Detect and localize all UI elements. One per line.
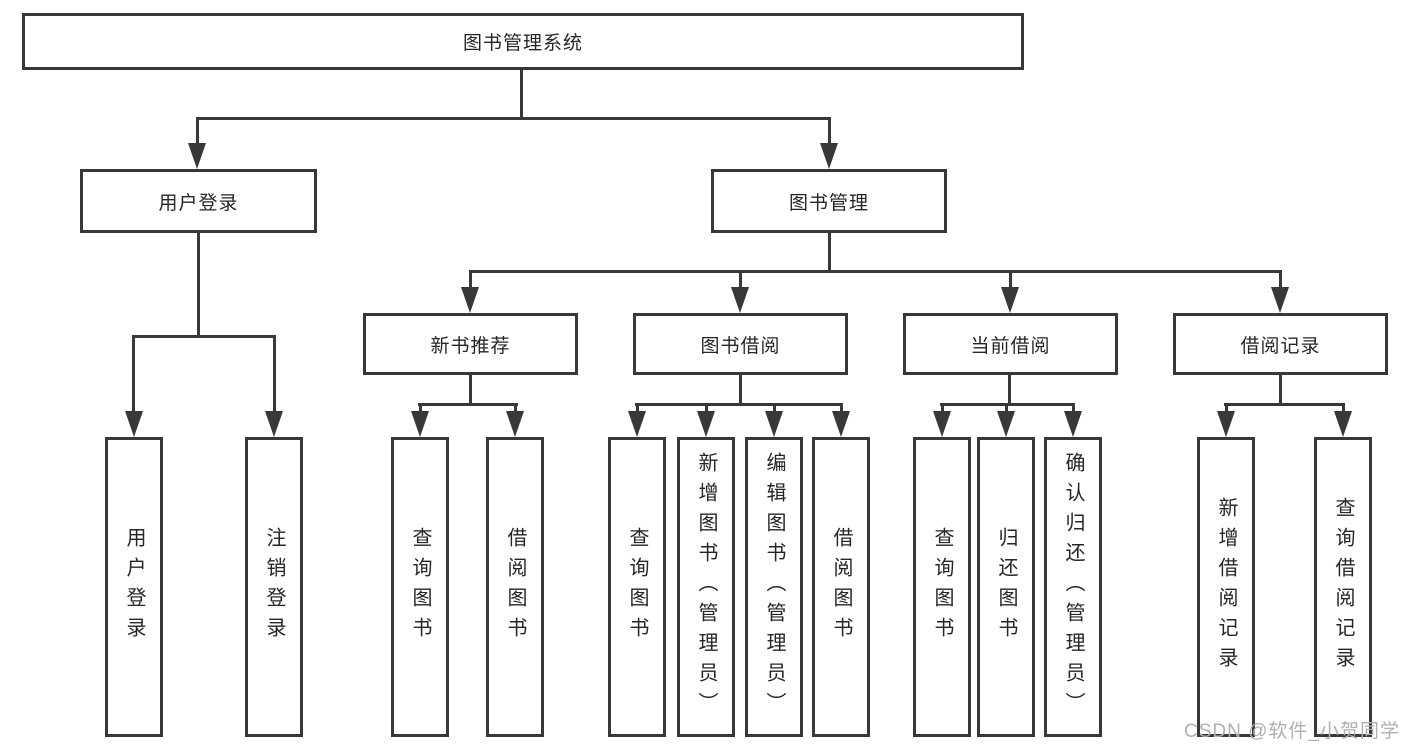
leaf-query-borrow-record: 查询借阅记录 bbox=[1314, 437, 1372, 737]
node-label: 查询图书 bbox=[409, 527, 431, 647]
connector-line bbox=[418, 403, 518, 406]
connector-line bbox=[1008, 373, 1011, 406]
connector-line bbox=[197, 231, 200, 337]
node-label: 图书管理系统 bbox=[462, 33, 583, 54]
node-label: 当前借阅 bbox=[970, 335, 1051, 357]
node-label: 图书管理 bbox=[788, 192, 869, 214]
connector-line bbox=[132, 335, 276, 338]
connector-line bbox=[469, 270, 1282, 273]
node-new-book-recommendation: 新书推荐 bbox=[363, 313, 578, 375]
csdn-watermark: CSDN @软件_小贺同学 bbox=[1184, 721, 1400, 742]
connector-line bbox=[1009, 270, 1012, 289]
node-label: 确认归还（管理员） bbox=[1062, 452, 1084, 722]
connector-line bbox=[1224, 403, 1345, 406]
arrowhead-icon bbox=[697, 411, 715, 437]
connector-line bbox=[419, 403, 422, 414]
arrowhead-icon bbox=[188, 143, 206, 169]
connector-line bbox=[1279, 373, 1282, 406]
arrowhead-icon bbox=[1271, 287, 1289, 313]
connector-line bbox=[520, 67, 523, 119]
connector-line bbox=[196, 117, 199, 145]
leaf-add-borrow-record: 新增借阅记录 bbox=[1197, 437, 1255, 737]
connector-line bbox=[828, 231, 831, 272]
node-label: 新增图书（管理员） bbox=[695, 452, 717, 722]
node-user-login: 用户登录 bbox=[80, 169, 317, 233]
node-book-management: 图书管理 bbox=[711, 169, 947, 233]
node-label: 查询图书 bbox=[931, 527, 953, 647]
connector-line bbox=[636, 403, 639, 414]
node-label: 图书借阅 bbox=[700, 335, 781, 357]
connector-line bbox=[1342, 403, 1345, 414]
leaf-add-books-admin: 新增图书（管理员） bbox=[677, 437, 735, 737]
node-label: 新书推荐 bbox=[430, 335, 511, 357]
leaf-user-login: 用户登录 bbox=[105, 437, 163, 737]
leaf-edit-books-admin: 编辑图书（管理员） bbox=[745, 437, 803, 737]
node-label: 用户登录 bbox=[158, 192, 239, 214]
connector-line bbox=[1225, 403, 1228, 414]
node-label: 借阅记录 bbox=[1240, 335, 1321, 357]
node-current-borrowing: 当前借阅 bbox=[903, 313, 1118, 375]
arrowhead-icon bbox=[1217, 411, 1235, 437]
connector-line bbox=[773, 403, 776, 414]
arrowhead-icon bbox=[997, 411, 1015, 437]
connector-line bbox=[132, 335, 135, 413]
node-label: 查询图书 bbox=[626, 527, 648, 647]
arrowhead-icon bbox=[1001, 287, 1019, 313]
arrowhead-icon bbox=[628, 411, 646, 437]
node-book-borrowing: 图书借阅 bbox=[633, 313, 848, 375]
leaf-return-books: 归还图书 bbox=[977, 437, 1035, 737]
connector-line bbox=[273, 335, 276, 413]
arrowhead-icon bbox=[765, 411, 783, 437]
arrowhead-icon bbox=[125, 411, 143, 437]
connector-line bbox=[828, 117, 831, 145]
node-label: 注销登录 bbox=[263, 527, 285, 647]
arrowhead-icon bbox=[265, 411, 283, 437]
connector-line bbox=[1005, 403, 1008, 414]
connector-line bbox=[1279, 270, 1282, 289]
leaf-logout: 注销登录 bbox=[245, 437, 303, 737]
leaf-query-books-recommend: 查询图书 bbox=[391, 437, 449, 737]
node-library-management-system: 图书管理系统 bbox=[22, 13, 1024, 70]
arrowhead-icon bbox=[933, 411, 951, 437]
connector-line bbox=[941, 403, 944, 414]
arrowhead-icon bbox=[1064, 411, 1082, 437]
connector-line bbox=[705, 403, 708, 414]
connector-line bbox=[469, 373, 472, 406]
leaf-borrow-books: 借阅图书 bbox=[812, 437, 870, 737]
connector-line bbox=[739, 270, 742, 289]
leaf-confirm-return-admin: 确认归还（管理员） bbox=[1044, 437, 1102, 737]
node-label: 用户登录 bbox=[123, 527, 145, 647]
connector-line bbox=[196, 117, 831, 120]
leaf-query-books-borrow: 查询图书 bbox=[608, 437, 666, 737]
leaf-borrow-books-recommend: 借阅图书 bbox=[486, 437, 544, 737]
arrowhead-icon bbox=[1334, 411, 1352, 437]
node-label: 编辑图书（管理员） bbox=[763, 452, 785, 722]
arrowhead-icon bbox=[731, 287, 749, 313]
leaf-query-books-current: 查询图书 bbox=[913, 437, 971, 737]
node-label: 查询借阅记录 bbox=[1332, 497, 1354, 677]
node-label: 新增借阅记录 bbox=[1215, 497, 1237, 677]
node-label: 借阅图书 bbox=[830, 527, 852, 647]
connector-line bbox=[635, 403, 843, 406]
connector-line bbox=[739, 373, 742, 406]
arrowhead-icon bbox=[832, 411, 850, 437]
connector-line bbox=[1072, 403, 1075, 414]
node-label: 归还图书 bbox=[995, 527, 1017, 647]
arrowhead-icon bbox=[820, 143, 838, 169]
connector-line bbox=[514, 403, 517, 414]
arrowhead-icon bbox=[461, 287, 479, 313]
node-label: 借阅图书 bbox=[504, 527, 526, 647]
node-borrowing-records: 借阅记录 bbox=[1173, 313, 1388, 375]
arrowhead-icon bbox=[411, 411, 429, 437]
connector-line bbox=[840, 403, 843, 414]
connector-line bbox=[469, 270, 472, 289]
arrowhead-icon bbox=[506, 411, 524, 437]
